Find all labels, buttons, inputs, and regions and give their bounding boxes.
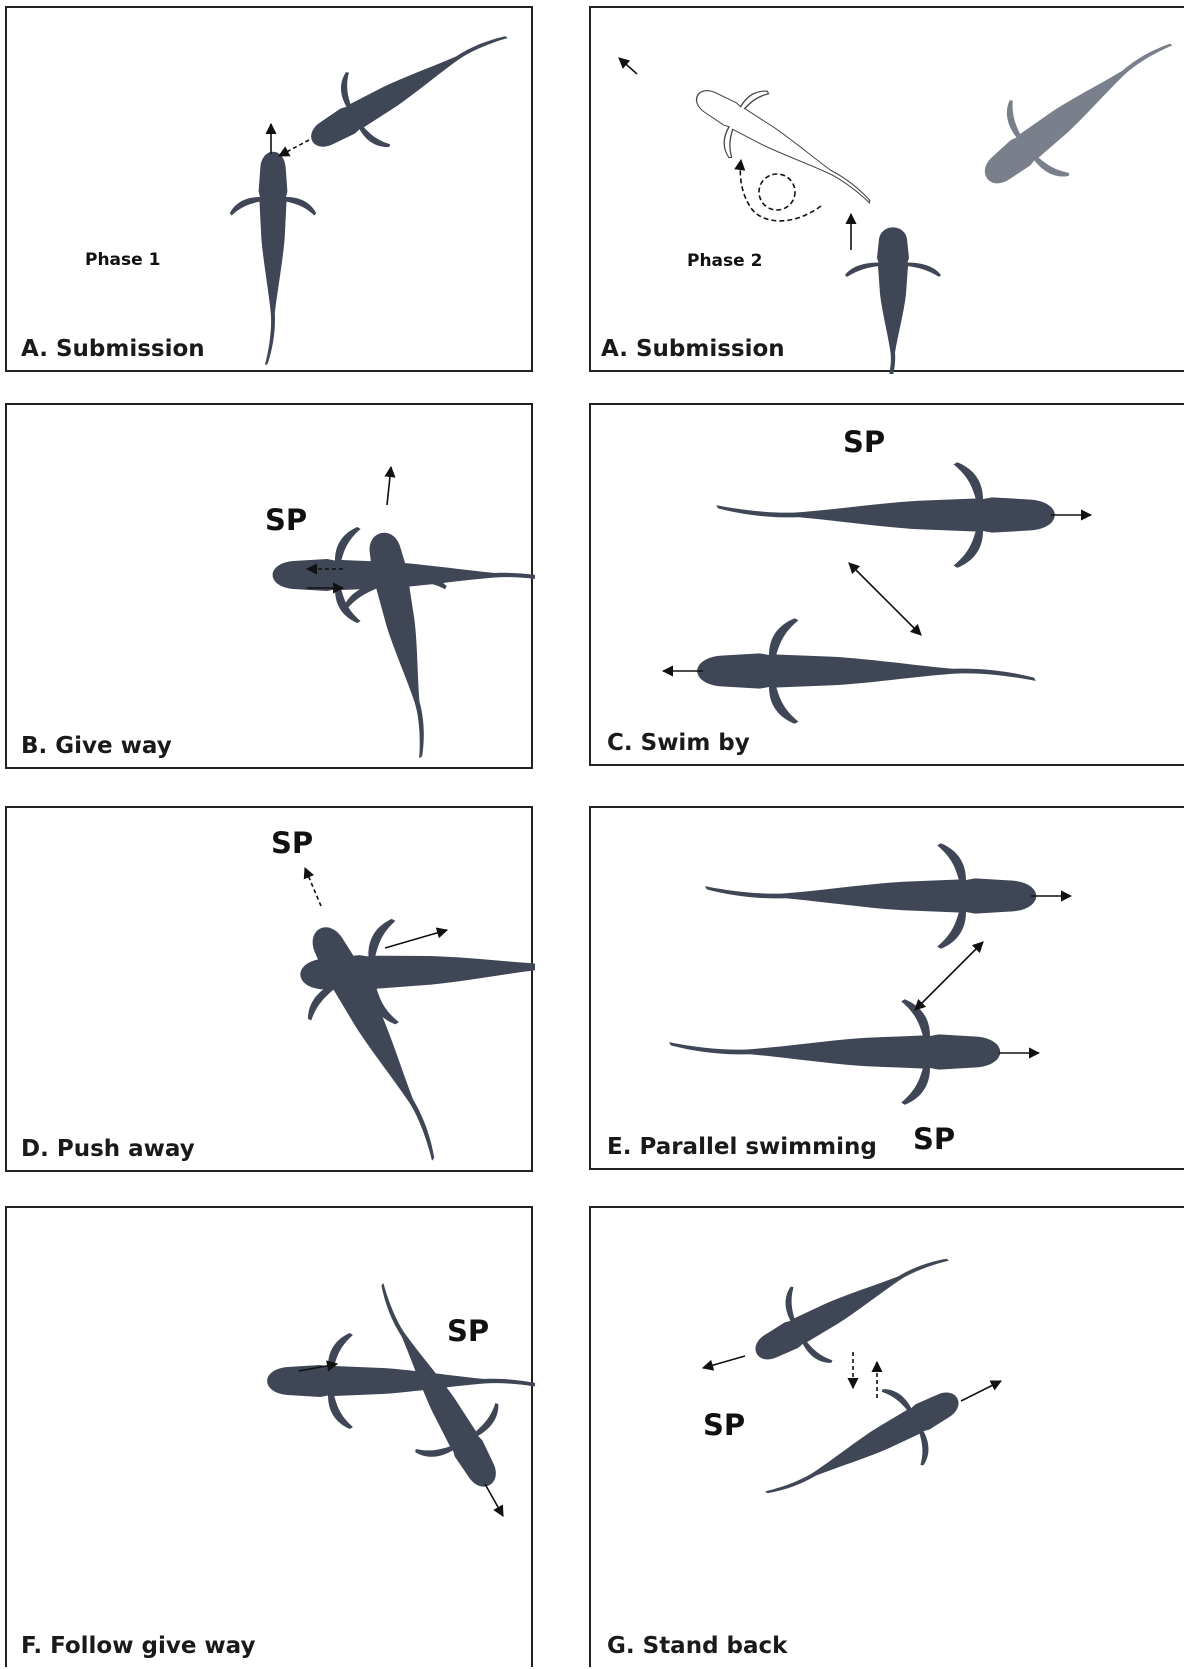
panel-c-illustration — [591, 405, 1184, 768]
panel-f-follow-give-way: SP F. Follow give way — [5, 1206, 533, 1667]
phase-label: Phase 2 — [687, 251, 762, 271]
direction-arrow — [387, 467, 391, 505]
shark-icon — [330, 522, 481, 767]
panel-caption: E. Parallel swimming — [607, 1134, 877, 1160]
dashed-direction-arrow — [305, 868, 321, 906]
panel-a-submission-phase2: Phase 2 A. Submission — [589, 6, 1184, 372]
distance-arrow — [849, 563, 921, 635]
panel-b-illustration — [7, 405, 535, 771]
panel-f-illustration — [7, 1208, 535, 1669]
panel-e-parallel-swimming: SP E. Parallel swimming — [589, 806, 1184, 1170]
dashed-direction-arrow — [279, 140, 309, 156]
panel-e-illustration — [591, 808, 1184, 1172]
shark-outline-icon — [678, 62, 892, 230]
panel-a1-illustration — [7, 8, 535, 374]
sp-label: SP — [447, 1314, 489, 1348]
panel-caption: D. Push away — [21, 1136, 195, 1162]
panel-b-give-way: SP B. Give way — [5, 403, 533, 769]
direction-arrow — [703, 1356, 745, 1368]
shark-icon — [736, 1215, 965, 1391]
shark-icon — [749, 1360, 978, 1536]
direction-arrow — [485, 1484, 503, 1516]
panel-a-submission-phase1: Phase 1 A. Submission — [5, 6, 533, 372]
panel-caption: G. Stand back — [607, 1633, 787, 1659]
panel-g-stand-back: SP G. Stand back — [589, 1206, 1184, 1667]
shark-icon — [291, 8, 525, 179]
panel-c-swim-by: SP C. Swim by — [589, 403, 1184, 766]
distance-arrow — [915, 942, 983, 1010]
panel-d-illustration — [7, 808, 535, 1174]
sp-label: SP — [843, 425, 885, 459]
panel-caption: A. Submission — [601, 336, 785, 362]
shark-icon — [845, 227, 941, 374]
direction-arrow — [961, 1381, 1001, 1401]
direction-arrow — [619, 58, 637, 74]
shark-icon — [697, 618, 1036, 724]
dashed-direction-arrow — [740, 160, 821, 221]
panel-g-illustration — [591, 1208, 1184, 1669]
panel-caption: B. Give way — [21, 733, 172, 759]
panel-caption: A. Submission — [21, 336, 205, 362]
shark-icon — [669, 999, 1000, 1105]
panel-caption: C. Swim by — [607, 730, 750, 756]
shark-icon — [230, 152, 316, 365]
phase-label: Phase 1 — [85, 250, 160, 270]
shark-icon — [705, 843, 1036, 949]
shark-icon — [958, 8, 1184, 217]
shark-icon — [716, 462, 1055, 568]
circling-path — [759, 174, 795, 210]
panel-caption: F. Follow give way — [21, 1633, 255, 1659]
direction-arrow — [385, 930, 447, 948]
sp-label: SP — [265, 503, 307, 537]
panel-a2-illustration — [591, 8, 1184, 374]
panel-d-push-away: SP D. Push away — [5, 806, 533, 1172]
shark-icon — [273, 904, 487, 1174]
sp-label: SP — [913, 1122, 955, 1156]
sp-label: SP — [271, 826, 313, 860]
sp-label: SP — [703, 1408, 745, 1442]
